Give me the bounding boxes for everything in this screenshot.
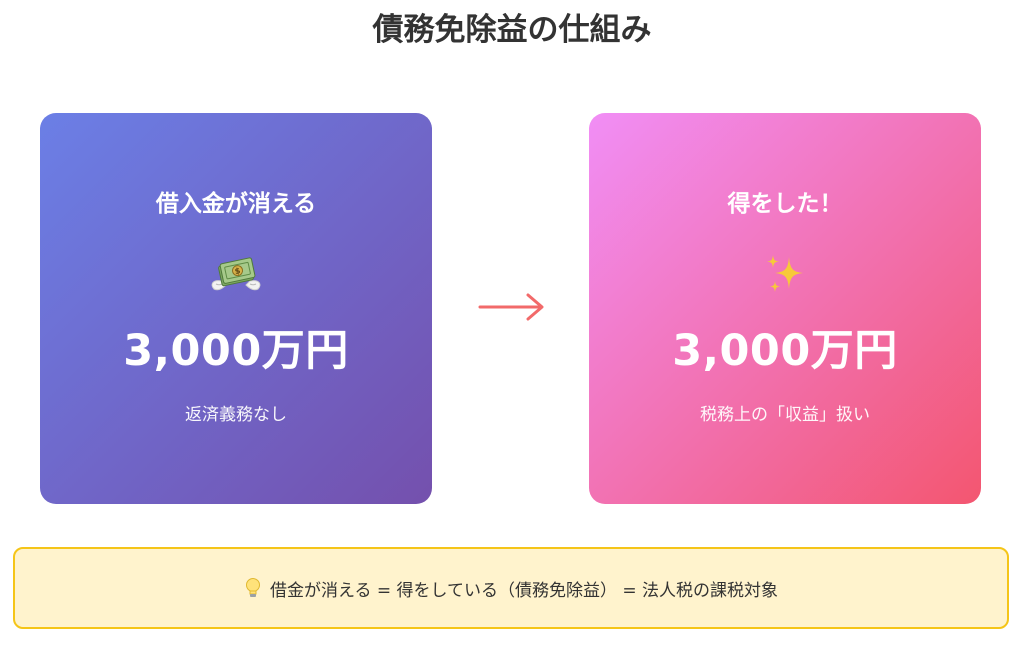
right-arrow-icon bbox=[478, 293, 544, 321]
summary-note-text: 借金が消える = 得をしている（債務免除益） = 法人税の課税対象 bbox=[269, 580, 779, 601]
gain-amount: 3,000万円 bbox=[672, 326, 898, 376]
card-heading: 借入金が消える bbox=[155, 191, 317, 217]
svg-text:$: $ bbox=[234, 266, 242, 276]
debt-disappears-card: 借入金が消える $ 3,000万円 返済義務なし bbox=[40, 113, 432, 504]
sparkles-icon bbox=[589, 251, 981, 303]
gain-card: 得をした！ 3,000万円 税務上の「収益」扱い bbox=[589, 113, 981, 504]
summary-note: 借金が消える = 得をしている（債務免除益） = 法人税の課税対象 bbox=[13, 547, 1009, 629]
money-with-wings-icon: $ bbox=[40, 251, 432, 303]
card-note: 返済義務なし bbox=[185, 405, 287, 425]
page-title: 債務免除益の仕組み bbox=[372, 12, 652, 48]
light-bulb-icon bbox=[245, 578, 260, 597]
card-note: 税務上の「収益」扱い bbox=[700, 405, 870, 425]
card-heading: 得をした！ bbox=[727, 191, 843, 217]
debt-amount: 3,000万円 bbox=[123, 326, 349, 376]
